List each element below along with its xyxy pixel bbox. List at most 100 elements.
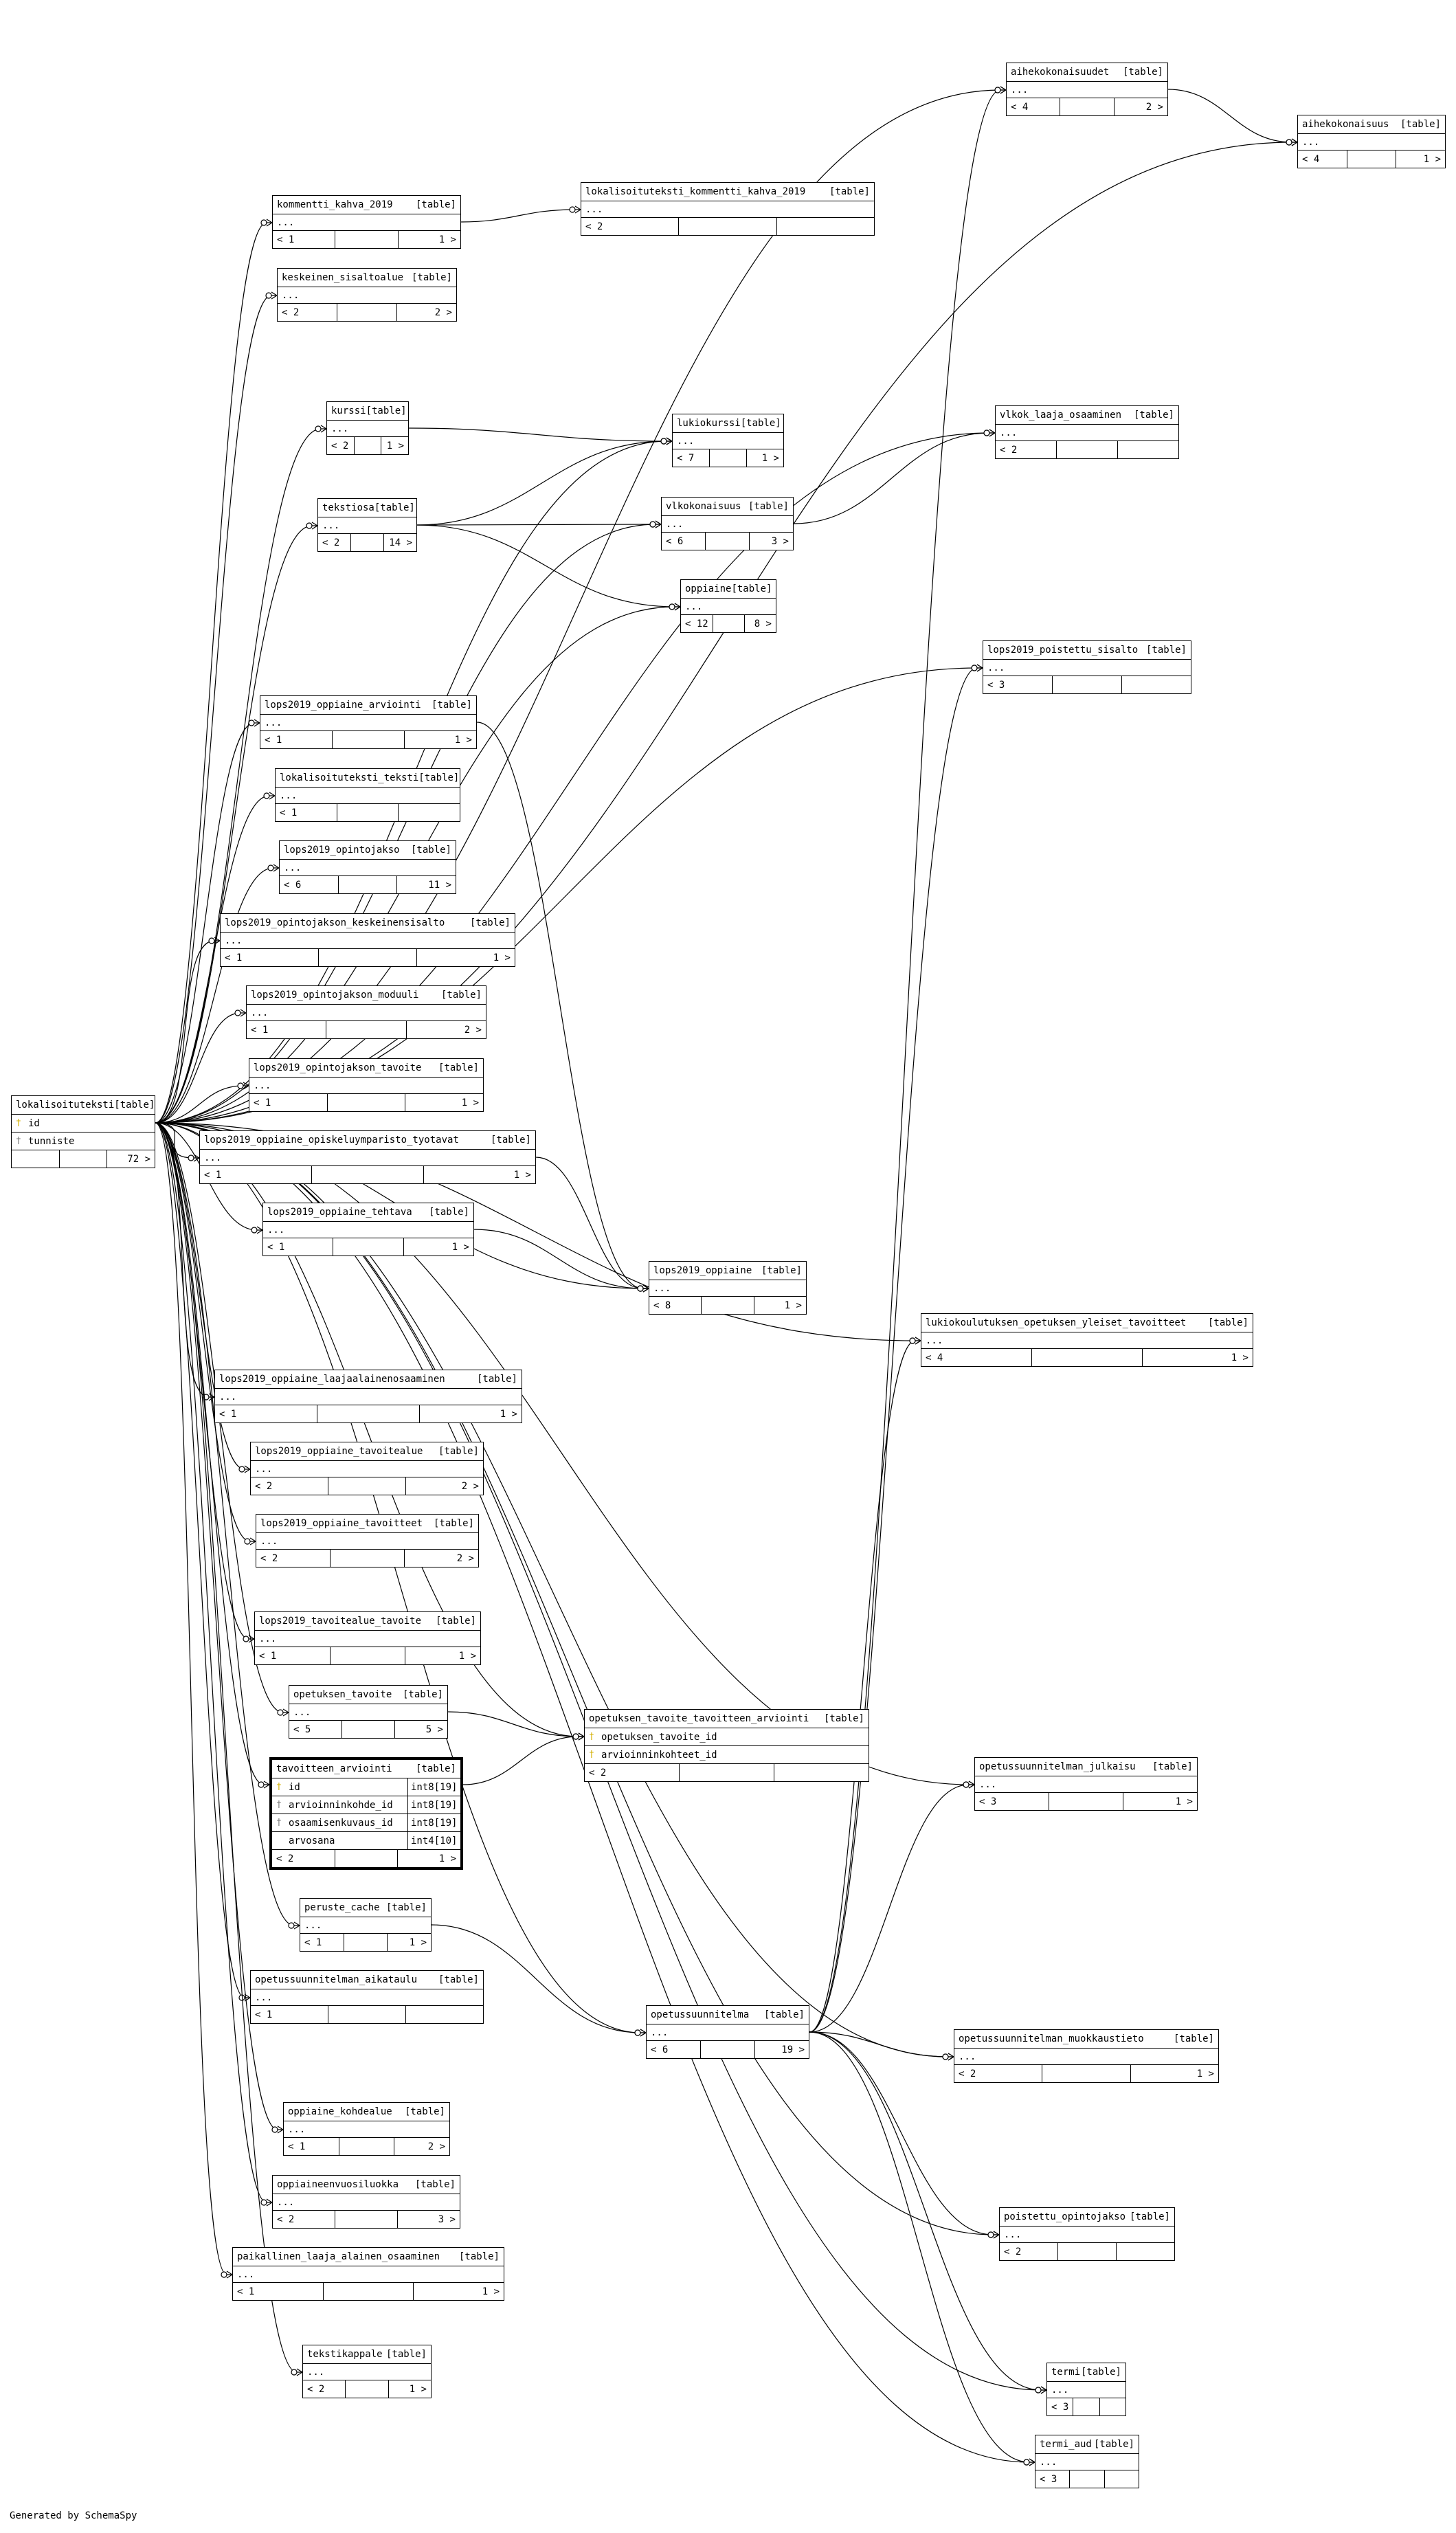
columns-collapsed[interactable]: ... (681, 599, 776, 615)
children-count[interactable]: < 1 (233, 2283, 324, 2300)
table-lops2019-opintojakson-moduuli[interactable]: lops2019_opintojakson_moduuli[table]...<… (246, 985, 486, 1039)
parents-count[interactable]: 1 > (1196, 2068, 1214, 2079)
table-name[interactable]: lops2019_oppiaine_opiskeluymparisto_tyot… (204, 1135, 459, 1146)
parents-count[interactable]: 1 > (1231, 1352, 1248, 1363)
table-name[interactable]: opetussuunnitelma (651, 2009, 750, 2020)
children-count[interactable]: < 1 (255, 1647, 331, 1664)
table-name[interactable]: lokalisoituteksti_teksti (280, 772, 419, 783)
parents-count[interactable]: 1 > (409, 1937, 427, 1948)
children-count[interactable]: < 3 (1035, 2470, 1071, 2488)
table-name[interactable]: lokalisoituteksti (16, 1100, 115, 1111)
table-name[interactable]: tavoitteen_arviointi (276, 1763, 392, 1774)
table-termi[interactable]: termi[table]...< 3 (1046, 2363, 1126, 2416)
children-count[interactable]: < 2 (581, 218, 680, 235)
children-count[interactable]: < 2 (251, 1477, 328, 1495)
table-name[interactable]: aihekokonaisuus (1302, 119, 1389, 130)
table-name[interactable]: lops2019_oppiaine_laajaalainenosaaminen (219, 1374, 445, 1385)
parents-count[interactable] (777, 218, 874, 235)
table-lops2019-opintojakson-tavoite[interactable]: lops2019_opintojakson_tavoite[table]...<… (249, 1058, 484, 1112)
table-poistettu-opintojakso[interactable]: poistettu_opintojakso[table]...< 2 (999, 2207, 1175, 2261)
columns-collapsed[interactable]: ... (300, 1917, 431, 1934)
children-count[interactable]: < 1 (273, 231, 336, 248)
parents-count[interactable]: 1 > (438, 234, 456, 245)
columns-collapsed[interactable]: ... (221, 933, 515, 949)
table-name[interactable]: peruste_cache (304, 1902, 380, 1913)
table-name[interactable]: oppiaineenvuosiluokka (277, 2179, 399, 2190)
parents-count[interactable]: 1 > (482, 2286, 500, 2297)
columns-collapsed[interactable]: ... (233, 2266, 504, 2283)
children-count[interactable]: < 2 (272, 1850, 335, 1867)
columns-collapsed[interactable]: ... (1000, 2227, 1174, 2243)
parents-count[interactable]: 3 > (771, 535, 789, 547)
columns-collapsed[interactable]: ... (200, 1150, 535, 1166)
children-count[interactable]: < 2 (278, 304, 337, 321)
column-row[interactable]: †arvioinninkohteet_id (585, 1746, 869, 1764)
columns-collapsed[interactable]: ... (983, 660, 1191, 676)
table-name[interactable]: termi_aud (1040, 2439, 1092, 2450)
parents-count[interactable]: 1 > (784, 1299, 802, 1311)
children-count[interactable]: < 2 (954, 2065, 1043, 2082)
columns-collapsed[interactable]: ... (215, 1389, 522, 1405)
column-row[interactable]: †id (12, 1115, 155, 1132)
columns-collapsed[interactable]: ... (278, 287, 456, 304)
children-count[interactable]: < 6 (647, 2041, 701, 2058)
parents-count[interactable] (1122, 676, 1191, 693)
columns-collapsed[interactable]: ... (954, 2049, 1218, 2065)
table-lops2019-oppiaine-opiskeluymparisto-tyotavat[interactable]: lops2019_oppiaine_opiskeluymparisto_tyot… (199, 1130, 536, 1184)
parents-count[interactable]: 3 > (438, 2213, 456, 2225)
columns-collapsed[interactable]: ... (260, 715, 476, 731)
parents-count[interactable] (1100, 2398, 1125, 2415)
parents-count[interactable]: 1 > (438, 1853, 457, 1864)
table-name[interactable]: oppiaine (685, 583, 732, 594)
parents-count[interactable]: 1 > (1423, 153, 1442, 165)
columns-collapsed[interactable]: ... (303, 2364, 431, 2380)
parents-count[interactable]: 5 > (425, 1723, 443, 1735)
columns-collapsed[interactable]: ... (1007, 82, 1167, 98)
table-lokalisoituteksti-kommentti-kahva-2019[interactable]: lokalisoituteksti_kommentti_kahva_2019[t… (581, 182, 875, 236)
children-count[interactable]: < 3 (1047, 2398, 1074, 2415)
table-lukiokoulutuksen-opetuksen-yleiset-tavoitteet[interactable]: lukiokoulutuksen_opetuksen_yleiset_tavoi… (921, 1313, 1253, 1367)
parents-count[interactable] (1117, 2243, 1174, 2260)
parents-count[interactable] (1105, 2470, 1139, 2488)
children-count[interactable]: < 1 (251, 2006, 328, 2023)
table-name[interactable]: lops2019_oppiaine_tehtava (267, 1207, 412, 1218)
parents-count[interactable]: 1 > (461, 1097, 480, 1108)
table-lops2019-opintojakson-keskeinensisalto[interactable]: lops2019_opintojakson_keskeinensisalto[t… (220, 913, 515, 967)
table-name[interactable]: kurssi (331, 405, 366, 416)
table-lops2019-oppiaine-laajaalainenosaaminen[interactable]: lops2019_oppiaine_laajaalainenosaaminen[… (214, 1370, 522, 1423)
parents-count[interactable]: 1 > (1175, 1796, 1193, 1807)
children-count[interactable]: < 1 (276, 804, 337, 821)
column-row[interactable]: †opetuksen_tavoite_id (585, 1728, 869, 1746)
parents-count[interactable]: 2 > (427, 2141, 446, 2152)
columns-collapsed[interactable]: ... (273, 214, 460, 231)
columns-collapsed[interactable]: ... (975, 1776, 1197, 1793)
columns-collapsed[interactable]: ... (273, 2194, 460, 2211)
table-lops2019-oppiaine-arviointi[interactable]: lops2019_oppiaine_arviointi[table]...< 1… (260, 695, 477, 749)
parents-count[interactable]: 8 > (754, 618, 772, 629)
table-name[interactable]: opetussuunnitelman_aikataulu (255, 1974, 418, 1985)
columns-collapsed[interactable]: ... (263, 1222, 473, 1238)
table-opetussuunnitelman-julkaisu[interactable]: opetussuunnitelman_julkaisu[table]...< 3… (974, 1757, 1198, 1811)
columns-collapsed[interactable]: ... (255, 1631, 480, 1647)
column-row[interactable]: †tunniste (12, 1132, 155, 1150)
table-opetussuunnitelman-muokkaustieto[interactable]: opetussuunnitelman_muokkaustieto[table].… (954, 2029, 1219, 2083)
columns-collapsed[interactable]: ... (247, 1005, 486, 1021)
table-name[interactable]: lokalisoituteksti_kommentti_kahva_2019 (585, 186, 806, 197)
columns-collapsed[interactable]: ... (1035, 2454, 1139, 2470)
children-count[interactable]: < 2 (303, 2380, 346, 2398)
columns-collapsed[interactable]: ... (276, 788, 460, 804)
